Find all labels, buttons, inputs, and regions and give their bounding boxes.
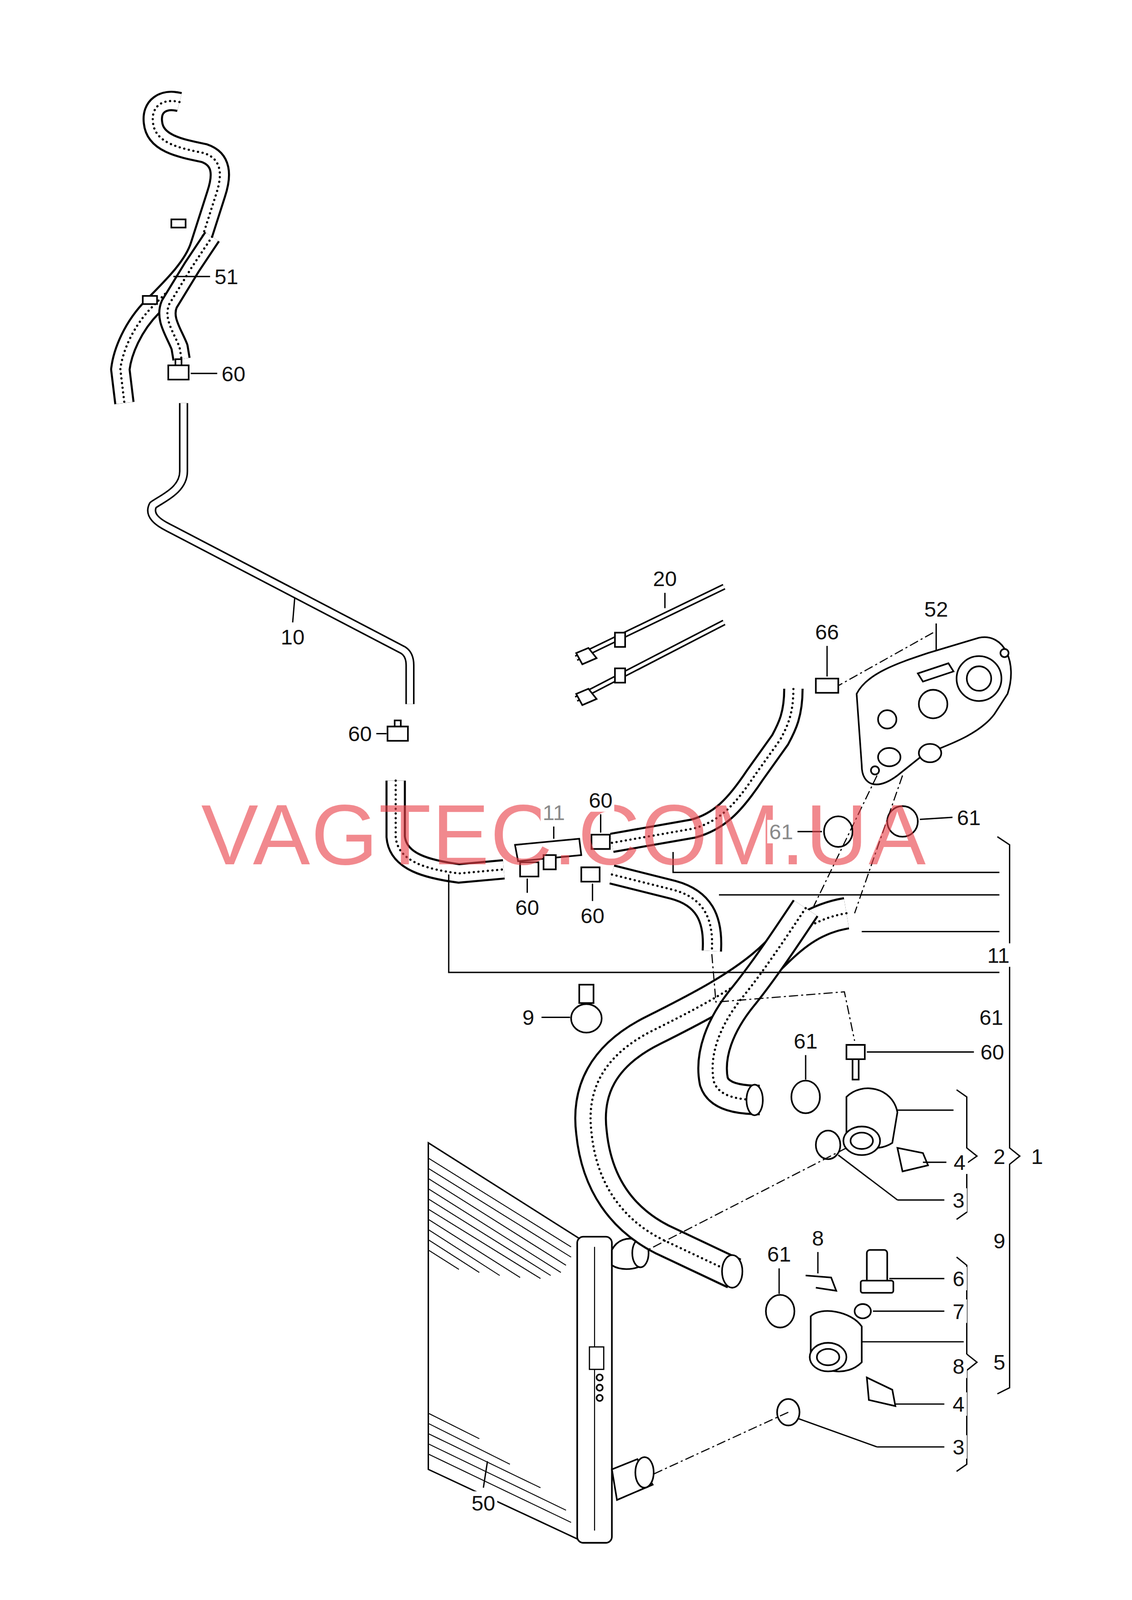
callout-number: 61 [767,819,796,843]
callout-number: 60 [978,1039,1007,1064]
callout-number: 6 [950,1266,967,1290]
callout-number: 66 [813,619,842,643]
callout-number: 4 [951,1149,968,1174]
hoses [120,100,847,1288]
callout-number: 60 [513,894,542,919]
callout-number: 7 [950,1298,967,1323]
callout-number: 3 [950,1187,967,1211]
callout-number: 60 [346,721,374,745]
callout-number: 60 [219,361,248,385]
callout-number: 20 [651,566,679,590]
callout-number: 60 [578,903,607,927]
callout-number: 11 [540,800,568,824]
leader-lines [173,276,1020,1488]
small-parts [168,358,1012,1425]
callout-number: 61 [954,805,983,829]
callout-number: 5 [991,1349,1008,1374]
callout-number: 10 [278,624,307,648]
callout-number: 11 [985,942,1012,967]
callout-number: 61 [765,1241,793,1266]
callout-number: 50 [469,1490,498,1515]
callout-number: 1 [1028,1143,1045,1168]
callout-number: 60 [586,787,615,812]
callout-number: 51 [212,264,241,289]
callout-number: 8 [809,1225,826,1249]
callout-number: 9 [520,1005,537,1029]
callout-number: 3 [950,1434,967,1458]
callout-number: 61 [791,1028,820,1052]
callout-number: 8 [950,1354,967,1378]
callout-number: 2 [991,1143,1008,1168]
callout-number: 4 [950,1391,967,1416]
callout-number: 52 [922,597,951,621]
callout-number: 9 [991,1228,1008,1252]
callout-number: 61 [977,1005,1006,1029]
